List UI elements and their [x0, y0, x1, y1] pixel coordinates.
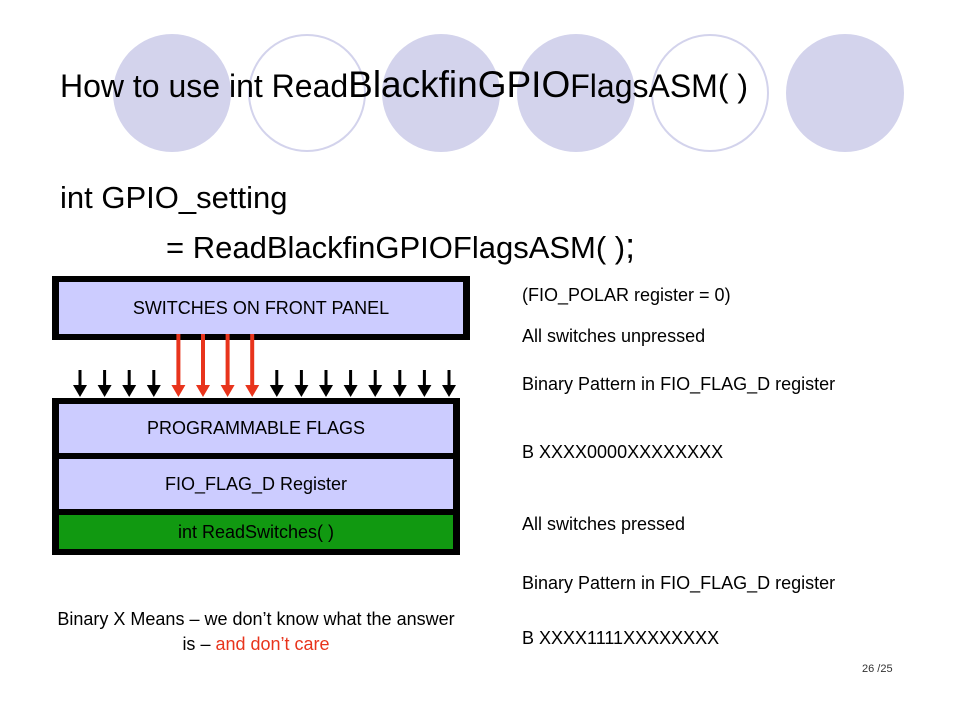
header-circle-3: [382, 34, 500, 152]
flag-arrow: [417, 370, 432, 397]
header-circle-2: [248, 34, 366, 152]
flag-arrow: [122, 370, 137, 397]
code-semicolon: ;: [625, 225, 636, 266]
flag-arrow: [73, 370, 87, 397]
code-line-2: = ReadBlackfinGPIOFlagsASM( );: [166, 228, 635, 264]
note-pattern-value-1: B XXXX0000XXXXXXXX: [522, 442, 724, 462]
title-middle: BlackfinGPIO: [348, 64, 571, 105]
flag-arrow-red: [220, 334, 235, 397]
flag-arrow: [294, 370, 309, 397]
flag-arrow-red: [196, 334, 210, 397]
flag-arrow: [97, 370, 112, 397]
fio-flag-d-register-box: FIO_FLAG_D Register: [59, 459, 453, 509]
read-switches-box: int ReadSwitches( ): [59, 515, 453, 549]
note-polar: (FIO_POLAR register = 0): [522, 285, 731, 305]
flag-arrow-red: [171, 334, 186, 397]
code-line-1: int GPIO_setting: [60, 180, 288, 215]
page-number: 26 /25: [862, 663, 893, 675]
flag-arrow: [392, 370, 407, 397]
header-circle-6: [786, 34, 904, 152]
note-pattern-label-1: Binary Pattern in FIO_FLAG_D register: [522, 374, 836, 394]
flag-arrow: [146, 370, 161, 397]
code-line-2-text: = ReadBlackfinGPIOFlagsASM( ): [166, 230, 626, 265]
note-pattern-value-2: B XXXX1111XXXXXXXX: [522, 628, 720, 648]
title-suffix: FlagsASM( ): [570, 68, 749, 104]
header-circle-1: [113, 34, 231, 152]
switches-panel: SWITCHES ON FRONT PANEL: [59, 282, 463, 334]
caption-text: Binary X Means – we don’t know what the …: [57, 609, 455, 654]
title-prefix: How to use int Read: [60, 68, 349, 104]
header-circle-5: [651, 34, 769, 152]
flag-arrow: [343, 370, 358, 397]
programmable-flags-box: PROGRAMMABLE FLAGS: [59, 404, 453, 453]
note-pattern-label-2: Binary Pattern in FIO_FLAG_D register: [522, 573, 836, 593]
header-circle-4: [517, 34, 635, 152]
flag-arrow: [319, 370, 333, 397]
note-unpressed: All switches unpressed: [522, 326, 706, 346]
slide-title: How to use int ReadBlackfinGPIOFlagsASM(…: [60, 66, 748, 103]
caption: Binary X Means – we don’t know what the …: [52, 607, 460, 657]
flag-arrow: [368, 370, 383, 397]
flag-arrow-red: [245, 334, 260, 397]
flag-arrow: [442, 370, 456, 397]
flag-arrow: [269, 370, 284, 397]
caption-highlight: and don’t care: [215, 634, 330, 654]
note-pressed: All switches pressed: [522, 514, 686, 534]
